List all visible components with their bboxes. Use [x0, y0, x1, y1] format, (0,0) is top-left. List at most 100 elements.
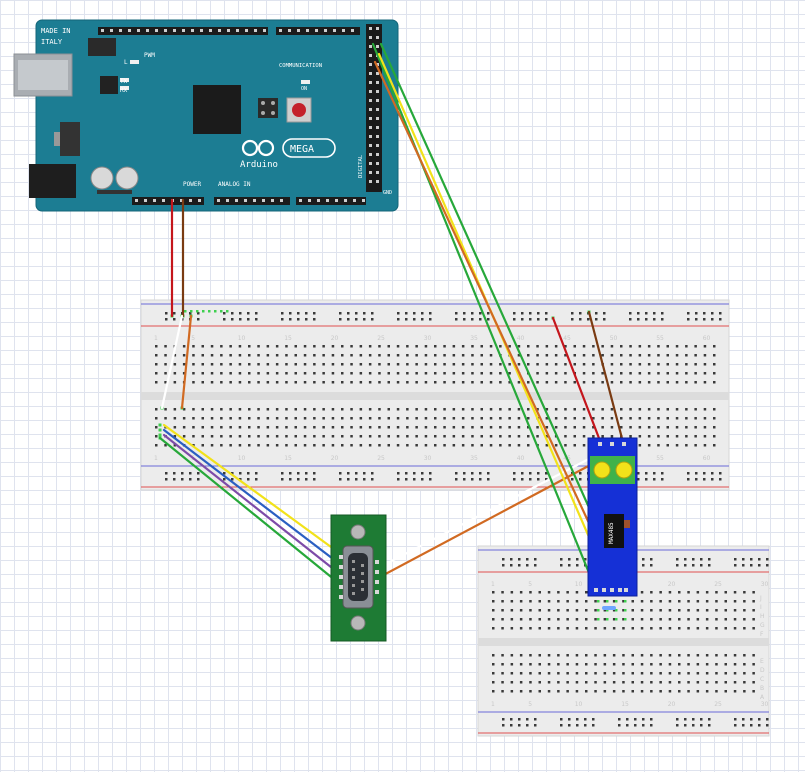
breadboard-hole: [564, 435, 567, 438]
breadboard-hole: [594, 690, 597, 693]
breadboard-hole: [257, 354, 260, 357]
header-pin: [369, 36, 372, 39]
breadboard-hole: [182, 408, 186, 411]
breadboard-hole: [396, 363, 400, 366]
icsp-pin: [261, 111, 265, 115]
breadboard-hole: [517, 444, 521, 447]
db9-pin: [361, 588, 364, 591]
breadboard-hole: [575, 591, 579, 594]
rail-hole: [603, 318, 606, 321]
column-number: 30: [424, 335, 432, 342]
breadboard-hole: [527, 417, 530, 420]
rail-hole: [650, 718, 653, 721]
breadboard-hole: [275, 363, 279, 366]
header-pin: [376, 81, 379, 84]
breadboard-hole: [678, 618, 681, 621]
wire-orange-db9-module[interactable]: [376, 444, 628, 580]
breadboard-hole: [612, 609, 616, 612]
breadboard-hole: [155, 435, 158, 438]
wire-green-db9[interactable]: [158, 436, 343, 587]
breadboard-hole: [752, 609, 755, 612]
breadboard-hole: [443, 417, 446, 420]
breadboard-hole: [368, 426, 372, 429]
rail-hole: [405, 478, 408, 481]
breadboard-hole: [603, 618, 607, 621]
breadboard-hole: [322, 372, 325, 375]
capacitor-base: [97, 190, 132, 194]
header-pin: [162, 199, 165, 202]
wire-orange-rail[interactable]: [180, 314, 193, 410]
breadboard-hole: [248, 444, 251, 447]
breadboard-hole: [519, 627, 523, 630]
breadboard-hole: [164, 345, 167, 348]
reset-button-cap[interactable]: [292, 103, 306, 117]
breadboard-hole: [724, 609, 727, 612]
wire-green-digital[interactable]: [371, 42, 598, 592]
breadboard-hole: [545, 426, 549, 429]
rail-hole: [231, 318, 234, 321]
usb-connector-inner: [18, 60, 68, 90]
breadboard-hole: [248, 363, 251, 366]
breadboard-hole: [501, 618, 504, 621]
rail-hole: [708, 564, 711, 567]
breadboard-hole: [585, 591, 588, 594]
breadboard-hole: [164, 381, 167, 384]
breadboard-hole: [687, 591, 690, 594]
breadboard-hole: [387, 444, 390, 447]
breadboard-hole: [471, 345, 474, 348]
wire-brown-module[interactable]: [587, 310, 626, 448]
wire-green-digital-2[interactable]: [379, 42, 628, 592]
breadboard-hole: [685, 381, 688, 384]
breadboard-hole: [631, 672, 634, 675]
wire-orange-digital[interactable]: [373, 60, 622, 592]
breadboard-hole: [313, 363, 316, 366]
breadboard-hole: [631, 618, 634, 621]
breadboard-hole: [603, 654, 607, 657]
breadboard-hole: [350, 426, 353, 429]
header-pin: [226, 199, 229, 202]
breadboard-hole: [640, 591, 644, 594]
breadboard-hole: [687, 681, 690, 684]
wire-red-module[interactable]: [551, 316, 604, 448]
rail-hole: [421, 318, 424, 321]
breadboard-large: 1155101015152020252530303535404045455050…: [140, 299, 730, 491]
connected-hole: [615, 609, 618, 612]
breadboard-hole: [529, 690, 532, 693]
breadboard-hole: [640, 672, 644, 675]
breadboard-hole: [275, 372, 279, 375]
module-pin: [624, 588, 628, 592]
header-pin: [299, 199, 302, 202]
breadboard-hole: [631, 609, 634, 612]
breadboard-hole: [703, 417, 707, 420]
breadboard-hole: [341, 354, 344, 357]
breadboard-hole: [303, 354, 307, 357]
breadboard-hole: [527, 345, 530, 348]
connected-hole: [624, 600, 627, 603]
rail-hole: [463, 312, 466, 315]
breadboard-hole: [610, 354, 614, 357]
wire-yellow-db9[interactable]: [162, 423, 344, 557]
breadboard-hole: [538, 663, 541, 666]
breadboard-hole: [675, 363, 679, 366]
breadboard-hole: [713, 408, 716, 411]
wire-purple-db9[interactable]: [162, 433, 343, 577]
rail-hole: [463, 472, 466, 475]
breadboard-hole: [173, 372, 177, 375]
breadboard-hole: [685, 426, 688, 429]
rail-hole: [223, 318, 226, 321]
column-number: 5: [528, 701, 532, 708]
breadboard-hole: [238, 426, 242, 429]
rail-hole: [637, 478, 640, 481]
breadboard-hole: [603, 627, 607, 630]
breadboard-hole: [536, 363, 539, 366]
header-pin: [245, 29, 248, 32]
breadboard-hole: [631, 654, 634, 657]
db9-solder-pad: [339, 585, 343, 589]
wire-white-db9-module[interactable]: [376, 444, 616, 570]
breadboard-hole: [647, 444, 651, 447]
wire-white-rail[interactable]: [160, 314, 184, 410]
header-pin: [369, 54, 372, 57]
breadboard-hole: [668, 618, 672, 621]
wire-blue-db9[interactable]: [162, 428, 343, 567]
breadboard-hole: [715, 663, 718, 666]
